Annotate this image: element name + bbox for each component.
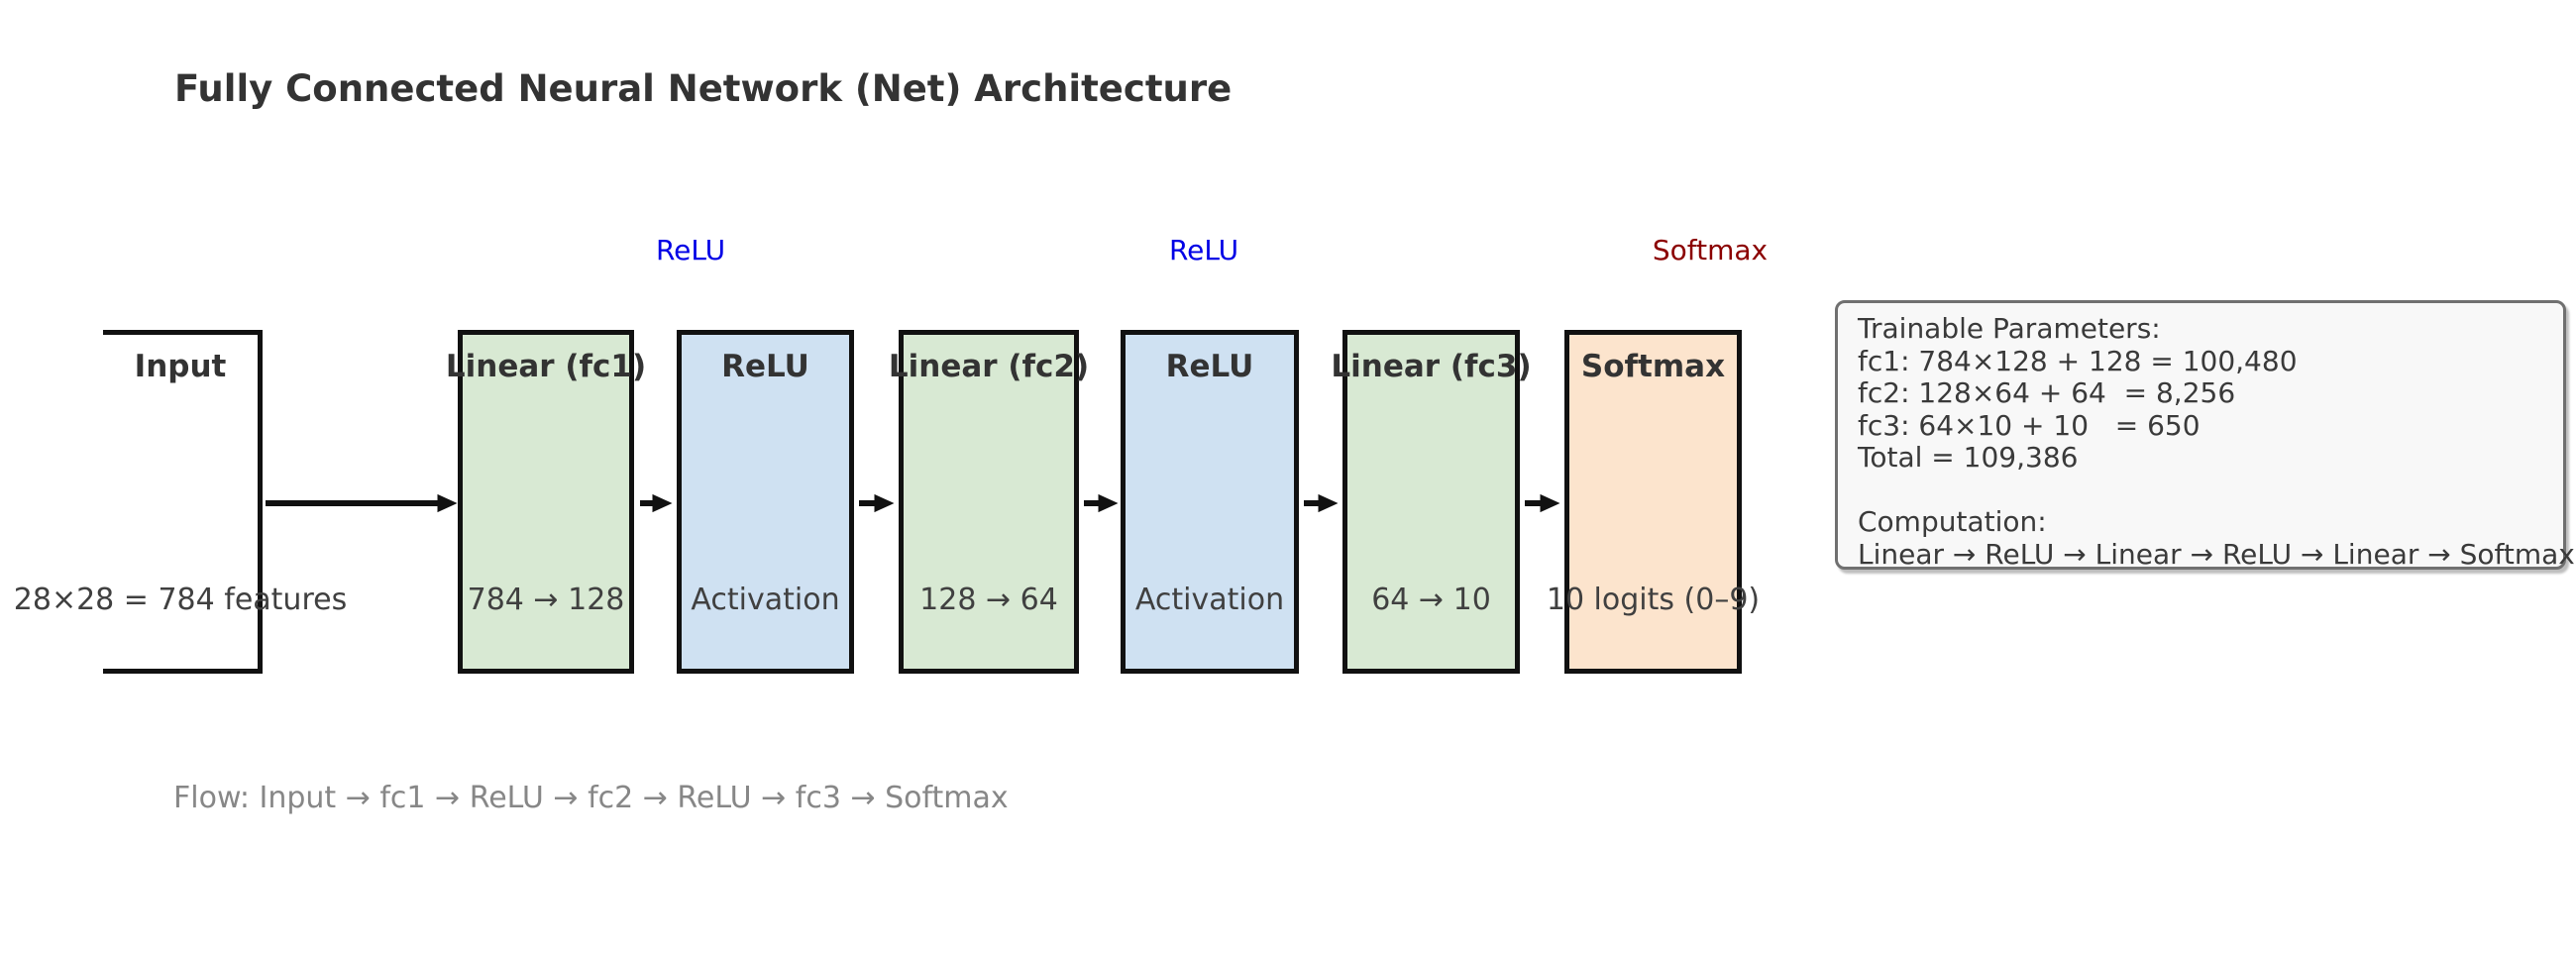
relu2-box: ReLU Activation xyxy=(1121,330,1299,674)
diagram-title: Fully Connected Neural Network (Net) Arc… xyxy=(174,67,1233,110)
panel-line: Computation: xyxy=(1858,505,2047,538)
panel-line: Total = 109,386 xyxy=(1858,441,2079,474)
relu1-box: ReLU Activation xyxy=(677,330,854,674)
fc3-box: Linear (fc3) 64 → 10 xyxy=(1331,330,1532,674)
panel-line xyxy=(1858,475,2563,507)
fc1-box-title: Linear (fc1) xyxy=(445,349,647,384)
fc2-box-sublabel: 128 → 64 xyxy=(919,583,1058,617)
flow-caption: Flow: Input → fc1 → ReLU → fc2 → ReLU → … xyxy=(173,781,1009,815)
fc2-box-title: Linear (fc2) xyxy=(888,349,1090,384)
relu2-box-sublabel: Activation xyxy=(1134,583,1285,617)
input-box-title: Input xyxy=(134,349,227,384)
softmax-box: Softmax 10 logits (0–9) xyxy=(1547,330,1760,674)
input-box-sublabel: 28×28 = 784 features xyxy=(13,583,348,617)
relu1-box-title: ReLU xyxy=(721,349,809,384)
trainable-parameters-panel: Trainable Parameters: fc1: 784×128 + 128… xyxy=(1835,300,2575,571)
softmax-box-title: Softmax xyxy=(1580,349,1726,384)
panel-line: fc2: 128×64 + 64 = 8,256 xyxy=(1858,376,2236,409)
fc3-box-sublabel: 64 → 10 xyxy=(1371,583,1491,617)
softmax-box-sublabel: 10 logits (0–9) xyxy=(1546,583,1761,617)
panel-line: Linear → ReLU → Linear → ReLU → Linear →… xyxy=(1858,537,2575,571)
relu2-annotation: ReLU xyxy=(1168,234,1239,266)
input-box: Input 28×28 = 784 features xyxy=(14,330,347,674)
fc3-box-title: Linear (fc3) xyxy=(1331,349,1532,384)
panel-line: Trainable Parameters: xyxy=(1858,312,2161,345)
panel-line: fc3: 64×10 + 10 = 650 xyxy=(1858,408,2200,442)
fc1-box-sublabel: 784 → 128 xyxy=(467,583,625,617)
relu1-annotation: ReLU xyxy=(655,234,726,266)
panel-line: fc1: 784×128 + 128 = 100,480 xyxy=(1858,344,2298,377)
softmax-annotation: Softmax xyxy=(1652,234,1769,266)
relu1-box-sublabel: Activation xyxy=(691,583,840,617)
relu2-box-title: ReLU xyxy=(1165,349,1254,384)
fc2-box: Linear (fc2) 128 → 64 xyxy=(889,330,1089,674)
fc1-box: Linear (fc1) 784 → 128 xyxy=(446,330,646,674)
